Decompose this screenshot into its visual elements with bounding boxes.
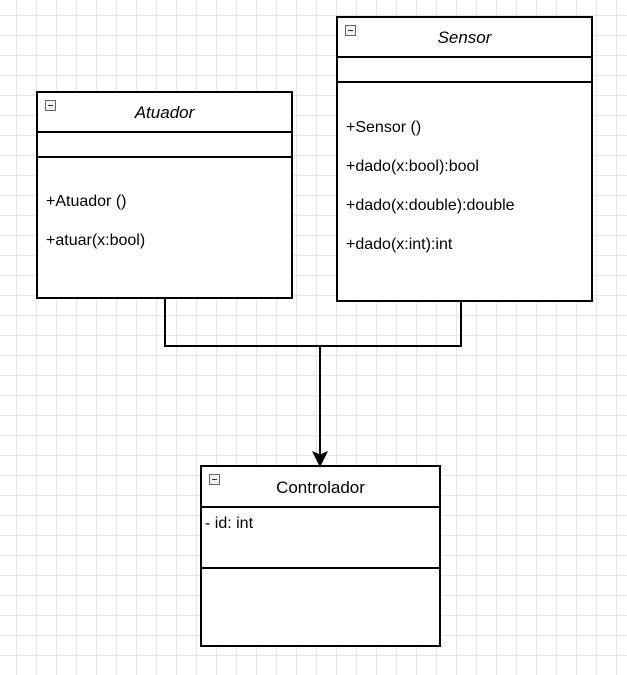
class-header[interactable]: Atuador <box>38 93 291 133</box>
operation[interactable]: +dado(x:int):int <box>346 236 453 253</box>
class-header[interactable]: Sensor <box>338 18 591 58</box>
attributes-separator <box>202 567 439 569</box>
operation[interactable]: +atuar(x:bool) <box>46 232 146 249</box>
operation[interactable]: +dado(x:bool):bool <box>346 158 479 175</box>
attribute[interactable]: - id: int <box>205 515 254 532</box>
attributes-separator <box>38 156 291 158</box>
operation[interactable]: +Sensor () <box>346 119 422 136</box>
class-sensor[interactable]: Sensor +Sensor () +dado(x:bool):bool +da… <box>336 16 593 302</box>
class-name: Controlador <box>276 478 365 497</box>
atuador-connector[interactable] <box>164 298 320 347</box>
class-header[interactable]: Controlador <box>202 467 439 508</box>
collapse-icon[interactable] <box>345 25 356 36</box>
sensor-connector[interactable] <box>320 301 462 347</box>
class-name: Atuador <box>134 103 195 122</box>
attributes-separator <box>338 81 591 83</box>
operation[interactable]: +Atuador () <box>46 193 127 210</box>
arrow-head-icon <box>311 451 329 468</box>
collapse-icon[interactable] <box>209 474 220 485</box>
collapse-icon[interactable] <box>45 100 56 111</box>
class-name: Sensor <box>437 28 492 47</box>
class-atuador[interactable]: Atuador +Atuador () +atuar(x:bool) <box>36 91 293 299</box>
operation[interactable]: +dado(x:double):double <box>346 197 515 214</box>
class-controlador[interactable]: Controlador - id: int <box>200 465 441 647</box>
